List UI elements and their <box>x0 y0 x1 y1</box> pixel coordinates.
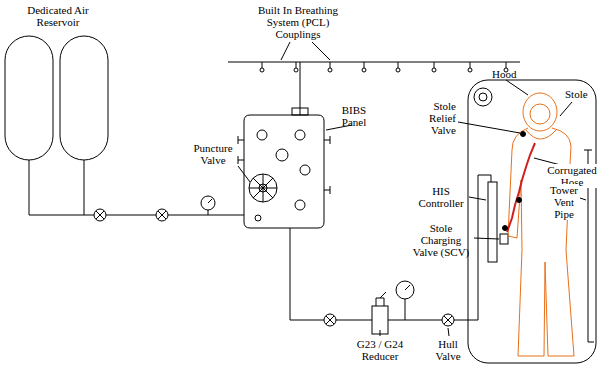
bibs-panel <box>238 108 330 228</box>
escape-tower <box>468 80 596 363</box>
relief-valve-dot <box>521 132 526 137</box>
stop-valve-symbol <box>442 314 454 326</box>
air-pipe <box>29 62 520 320</box>
reducer-label: G23 / G24 Reducer <box>344 338 416 362</box>
pressure-gauge <box>201 196 215 210</box>
pressure-gauge <box>208 210 209 215</box>
pipe-label: Tower Vent Pipe <box>549 184 579 220</box>
leader-line <box>448 328 449 336</box>
pcl-coupling <box>328 68 332 72</box>
air-pipe <box>84 160 85 215</box>
bibs-panel <box>295 130 305 140</box>
bibs-panel <box>276 149 288 161</box>
stop-valve-symbol <box>444 316 452 324</box>
escape-tower <box>479 93 487 101</box>
bibs-panel <box>244 115 324 228</box>
bibs-panel <box>300 165 310 175</box>
escape-tower <box>474 88 492 106</box>
leader-line <box>474 238 499 239</box>
bibs-panel <box>292 108 308 115</box>
bibs-panel <box>257 130 267 140</box>
stop-valve-symbol <box>158 211 166 219</box>
pcl-coupling <box>294 68 298 72</box>
his-controller <box>488 182 497 262</box>
pressure-gauge <box>405 299 406 320</box>
reducer-symbol <box>376 292 386 306</box>
air-reservoir-tank <box>5 36 53 160</box>
bibs-panel <box>255 215 261 221</box>
part-label: Hood <box>492 68 516 80</box>
relief-valve-dot <box>503 226 508 231</box>
pcl-coupling <box>260 68 264 72</box>
pressure-gauge <box>405 285 410 290</box>
stop-valve-symbol <box>326 316 334 324</box>
leader-line <box>458 122 520 133</box>
pcl-coupling <box>396 68 400 72</box>
corrugated-hose <box>507 143 535 232</box>
leader-line <box>506 80 528 95</box>
leader-line <box>380 330 381 336</box>
stop-valve-symbol <box>156 209 168 221</box>
pcl-coupling <box>468 68 472 72</box>
leader-line <box>560 102 572 116</box>
pcl-coupling <box>432 68 436 72</box>
relief-valve-dot <box>517 198 522 203</box>
leader-line <box>281 42 330 60</box>
escape-suit-figure <box>523 93 557 131</box>
valve-label: Puncture Valve <box>188 142 238 166</box>
controller-label: HIS Controller <box>414 185 468 209</box>
valve-label: Stole Relief Valve <box>420 100 456 136</box>
escape-suit-figure <box>508 128 574 356</box>
escape-tower <box>584 150 592 151</box>
escape-tower <box>468 80 596 363</box>
stop-valve-symbol <box>94 209 106 221</box>
system-label: Built In Breathing System (PCL) Coupling… <box>248 4 348 40</box>
escape-suit-figure <box>526 130 556 139</box>
leader-line <box>469 197 486 200</box>
valve-label: Hull Valve <box>428 338 468 362</box>
air-pipe <box>29 160 255 215</box>
valve-label: Stole Charging Valve (SCV) <box>408 222 474 258</box>
stop-valve-symbol <box>96 211 104 219</box>
leader-line <box>580 198 586 200</box>
escape-suit-figure <box>530 104 550 124</box>
air-pipe <box>228 62 520 63</box>
air-reservoir-tank <box>5 36 108 160</box>
leader-line <box>238 42 586 336</box>
reducer-symbol <box>372 292 388 334</box>
reducer-symbol <box>372 306 388 334</box>
pcl-coupling <box>260 62 508 72</box>
bibs-panel <box>249 174 277 202</box>
pressure-gauge <box>208 199 212 203</box>
bibs-panel <box>295 200 305 210</box>
bibs-panel <box>249 174 277 202</box>
pcl-coupling <box>262 62 506 68</box>
panel-label: BIBS Panel <box>334 104 374 128</box>
reservoir-label: Dedicated Air Reservoir <box>18 4 98 28</box>
air-reservoir-tank <box>60 36 108 160</box>
leader-line <box>238 166 250 182</box>
his-controller <box>500 234 508 244</box>
corrugated-hose <box>507 143 535 232</box>
stop-valve-symbol <box>324 314 336 326</box>
his-controller <box>488 182 508 262</box>
pressure-gauge <box>396 281 414 299</box>
part-label: Stole <box>565 88 588 100</box>
relief-valve-dot <box>503 132 526 231</box>
pcl-coupling <box>362 68 366 72</box>
bibs-panel <box>238 136 330 194</box>
air-pipe <box>300 62 301 115</box>
